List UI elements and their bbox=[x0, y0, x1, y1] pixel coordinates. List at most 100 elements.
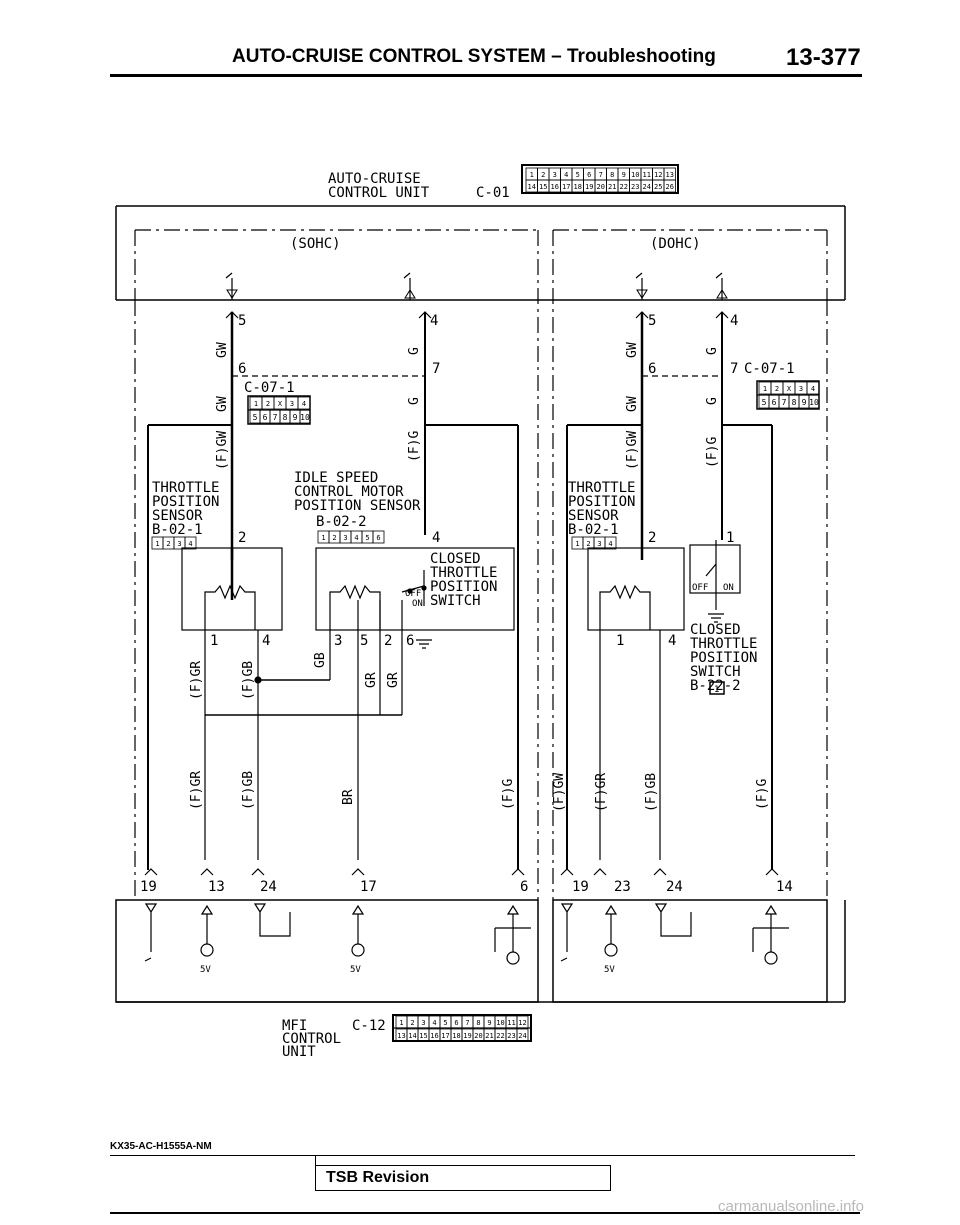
sohc-junction-bottom-pin: 9 bbox=[293, 413, 298, 422]
sohc-wire-5: (F)GW bbox=[215, 431, 230, 470]
sohc-junction-bottom-pin: 6 bbox=[263, 413, 268, 422]
mfi-connector-top-pin: 9 bbox=[487, 1019, 491, 1027]
sohc-mfi-pin-1: 19 bbox=[140, 879, 157, 895]
dohc-junction-bottom-pin: 10 bbox=[809, 398, 819, 407]
dohc-tps-p4: 4 bbox=[668, 633, 676, 649]
cruise-connector-top-pin: 6 bbox=[587, 171, 591, 179]
sohc-isc-conn-cell bbox=[372, 530, 385, 544]
sohc-cruise-pin-a: 5 bbox=[238, 313, 246, 329]
tsb-revision-label: TSB Revision bbox=[326, 1169, 430, 1186]
dohc-cts-l2: THROTTLE bbox=[690, 636, 757, 652]
dohc-cruise-pin-b: 4 bbox=[730, 313, 738, 329]
sohc-tps-p4: 4 bbox=[262, 633, 270, 649]
sohc-junction-top-pin: 2 bbox=[266, 400, 270, 408]
sohc-tps-l3: SENSOR bbox=[152, 508, 203, 524]
page-title: AUTO-CRUISE CONTROL SYSTEM – Troubleshoo… bbox=[232, 46, 716, 67]
dohc-wire-4: G bbox=[705, 397, 720, 405]
sohc-junction-pin-b: 7 bbox=[432, 361, 440, 377]
dohc-mfi-pin-3: 24 bbox=[666, 879, 683, 895]
sohc-isc-conn-pin: 3 bbox=[343, 534, 347, 542]
sohc-junction-bottom-pin: 5 bbox=[253, 413, 258, 422]
dohc-cts-off: OFF bbox=[692, 583, 708, 593]
tsb-revision-box: TSB Revision bbox=[315, 1165, 611, 1191]
mfi-connector-bottom-pin: 22 bbox=[496, 1032, 504, 1040]
mfi-connector-top-cell bbox=[516, 1015, 529, 1029]
dohc-tps-p2: 2 bbox=[648, 530, 656, 546]
cruise-connector-bottom-pin: 22 bbox=[620, 183, 628, 191]
dohc-wire-9: (F)GB bbox=[644, 773, 659, 812]
sohc-isc-p4: 4 bbox=[432, 530, 440, 546]
mfi-connector-top-pin: 1 bbox=[399, 1019, 403, 1027]
cruise-connector-top-pin: 5 bbox=[576, 171, 580, 179]
sohc-junction-top-pin: 4 bbox=[302, 400, 306, 408]
cruise-connector-top-pin: 1 bbox=[530, 171, 534, 179]
mfi-unit-l2: CONTROL bbox=[282, 1031, 341, 1047]
dohc-junction-bottom-pin: 9 bbox=[802, 398, 807, 407]
sohc-wire-1: GW bbox=[215, 342, 230, 358]
dohc-cts-l4: SWITCH bbox=[690, 664, 741, 680]
sohc-cts-l1: CLOSED bbox=[430, 551, 481, 567]
mfi-connector-top-pin: 8 bbox=[476, 1019, 480, 1027]
sohc-isc-conn-pin: 4 bbox=[354, 534, 358, 542]
dohc-junction-bottom-pin: 8 bbox=[792, 398, 797, 407]
mfi-connector-bottom-pin: 14 bbox=[408, 1032, 416, 1040]
dohc-wire-7: (F)GW bbox=[552, 773, 567, 812]
mfi-unit-l3: UNIT bbox=[282, 1044, 316, 1060]
sohc-wire-6: (F)G bbox=[407, 431, 422, 462]
watermark: carmanualsonline.info bbox=[718, 1198, 864, 1215]
dohc-junction-top-pin: X bbox=[787, 385, 792, 393]
sohc-tps-l2: POSITION bbox=[152, 494, 219, 510]
cruise-connector-bottom-pin: 20 bbox=[597, 183, 605, 191]
dohc-tps-l2: POSITION bbox=[568, 494, 635, 510]
sohc-wire-7: (F)GR bbox=[189, 661, 204, 700]
sohc-isc-conn-pin: 1 bbox=[321, 534, 325, 542]
sohc-junction-top-pin: 1 bbox=[254, 400, 258, 408]
sohc-tps-conn-pin: 2 bbox=[166, 540, 170, 548]
sohc-cts-on: ON bbox=[412, 599, 423, 609]
mfi-connector-bottom-cell bbox=[516, 1028, 529, 1042]
sohc-tps-conn-pin: 4 bbox=[188, 540, 192, 548]
dohc-junction-top-pin: 4 bbox=[811, 385, 815, 393]
cruise-connector-bottom-pin: 18 bbox=[574, 183, 582, 191]
sohc-wire-12: (F)GR bbox=[189, 771, 204, 810]
sohc-mfi-pin-3: 24 bbox=[260, 879, 277, 895]
cruise-connector-top-pin: 13 bbox=[666, 171, 674, 179]
dohc-cts-l1: CLOSED bbox=[690, 622, 741, 638]
cruise-connector-top-pin: 7 bbox=[599, 171, 603, 179]
cruise-connector-bottom-pin: 23 bbox=[631, 183, 639, 191]
sohc-isc-conn: B-02-2 bbox=[316, 514, 367, 530]
dohc-junction-bottom-pin: 5 bbox=[762, 398, 767, 407]
dohc-wire-1: GW bbox=[625, 342, 640, 358]
mfi-connector-top-pin: 10 bbox=[496, 1019, 504, 1027]
dohc-junction-top-pin: 1 bbox=[763, 385, 767, 393]
cruise-connector-box bbox=[521, 164, 679, 194]
dohc-wire-10: (F)G bbox=[755, 779, 770, 810]
mfi-connector-bottom-pin: 15 bbox=[419, 1032, 427, 1040]
mfi-connector-top-pin: 6 bbox=[454, 1019, 458, 1027]
cruise-unit-label-2: CONTROL UNIT bbox=[328, 185, 430, 201]
cruise-unit-connector: C-01 bbox=[476, 185, 510, 201]
sohc-junction-bottom-pin: 7 bbox=[273, 413, 278, 422]
dohc-junction-connector: C-07-1 bbox=[744, 361, 795, 377]
dohc-cruise-pin-a: 5 bbox=[648, 313, 656, 329]
footer-tick bbox=[315, 1155, 316, 1167]
sohc-junction-connector: C-07-1 bbox=[244, 380, 295, 396]
cruise-connector-bottom-pin: 26 bbox=[666, 183, 674, 191]
cruise-connector-bottom-pin: 17 bbox=[562, 183, 570, 191]
dohc-cts-box: 1 bbox=[714, 685, 719, 695]
mfi-connector-top-pin: 4 bbox=[432, 1019, 436, 1027]
sohc-label: (SOHC) bbox=[290, 236, 341, 252]
dohc-junction-bottom-pin: 6 bbox=[772, 398, 777, 407]
sohc-isc-l1: IDLE SPEED bbox=[294, 470, 378, 486]
dohc-cts-pin: 1 bbox=[726, 530, 734, 546]
sohc-cts-off: OFF bbox=[405, 589, 421, 599]
sohc-tps-l1: THROTTLE bbox=[152, 480, 219, 496]
mfi-connector-bottom-pin: 17 bbox=[441, 1032, 449, 1040]
page-number: 13-377 bbox=[786, 44, 861, 71]
dohc-tps-l3: SENSOR bbox=[568, 508, 619, 524]
sohc-wire-2: G bbox=[407, 347, 422, 355]
dohc-wire-5: (F)GW bbox=[625, 431, 640, 470]
mfi-connector-bottom-pin: 21 bbox=[485, 1032, 493, 1040]
